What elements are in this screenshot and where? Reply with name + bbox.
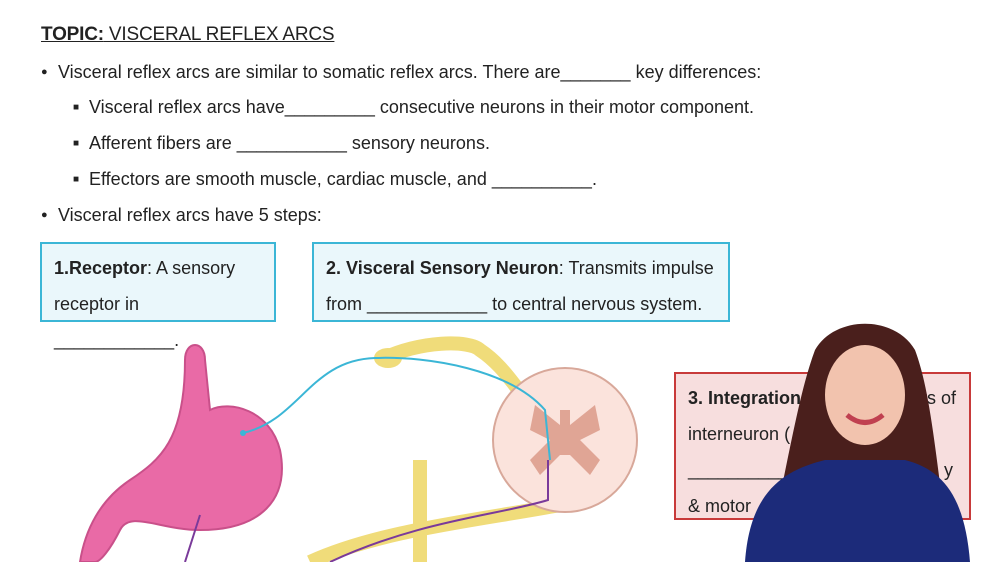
sub-bullet: Afferent fibers are ___________ sensory …: [73, 133, 490, 154]
step-text: interneuron (: [688, 424, 791, 444]
step-text: & motor: [688, 496, 752, 516]
step-text: : Transmits impulse from ____________ to…: [326, 258, 714, 314]
step-label: 3. Integration: [688, 388, 802, 408]
presenter-face: [825, 345, 905, 445]
page-title: TOPIC: VISCERAL REFLEX ARCS: [41, 24, 335, 46]
reflex-arc-diagram: [78, 336, 638, 562]
sensory-neuron-line: [242, 356, 551, 461]
step-text: y: [944, 460, 953, 480]
gray-matter: [530, 405, 600, 475]
step-text: __________: [688, 460, 789, 480]
title-text: VISCERAL REFLEX ARCS: [103, 24, 335, 45]
step-label: 2. Visceral Sensory Neuron: [326, 258, 559, 278]
step-label: 1.Receptor: [54, 258, 148, 278]
bullet: Visceral reflex arcs are similar to soma…: [41, 62, 761, 83]
step-1-box: 1.Receptor: A sensory receptor in ______…: [40, 242, 276, 350]
title-prefix: TOPIC:: [41, 24, 104, 45]
step-2-box: 2. Visceral Sensory Neuron: Transmits im…: [312, 242, 730, 322]
presenter-mouth: [845, 413, 885, 425]
sub-bullet: Visceral reflex arcs have_________ conse…: [73, 97, 754, 118]
step-text: : A sensory receptor in ____________.: [54, 258, 236, 350]
motor-neuron-line: [184, 460, 549, 562]
bullet: Visceral reflex arcs have 5 steps:: [41, 205, 322, 226]
receptor-dot: [240, 430, 246, 436]
sub-bullet: Effectors are smooth muscle, cardiac mus…: [73, 169, 597, 190]
stomach: [78, 344, 283, 562]
presenter-shirt: [745, 460, 970, 562]
presenter-video: [745, 323, 970, 562]
